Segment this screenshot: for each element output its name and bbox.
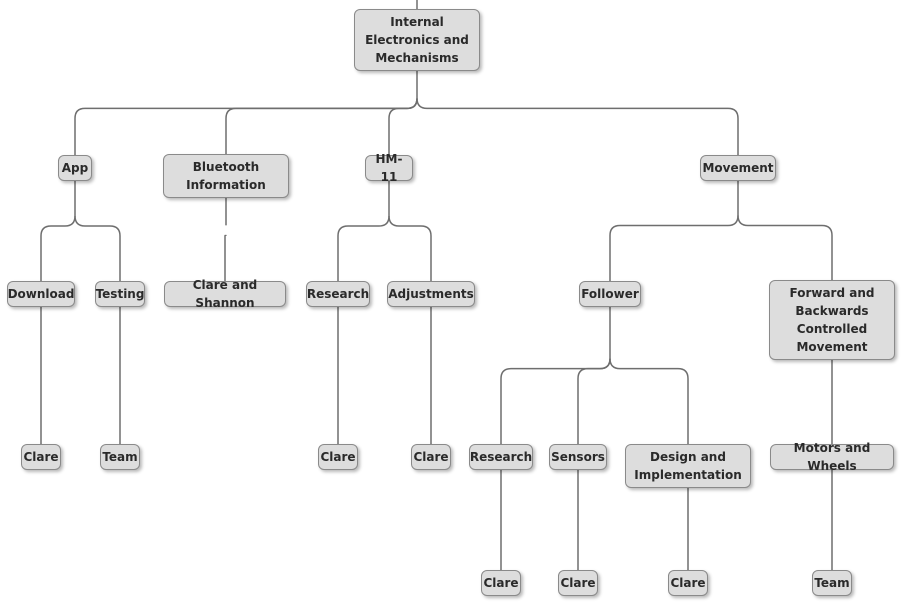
node-sensors-owner[interactable]: Clare — [558, 570, 598, 596]
node-motors-owner[interactable]: Team — [812, 570, 852, 596]
edge-app-download — [40, 215, 76, 281]
node-movement[interactable]: Movement — [700, 155, 776, 181]
edge-internal-hm11 — [388, 98, 418, 155]
node-hm11-research[interactable]: Research — [306, 281, 370, 307]
edge-follower-f_research — [500, 358, 611, 444]
node-app[interactable]: App — [58, 155, 92, 181]
node-download[interactable]: Download — [7, 281, 75, 307]
node-bluetooth-information[interactable]: Bluetooth Information — [163, 154, 289, 198]
node-testing[interactable]: Testing — [95, 281, 145, 307]
node-forward-and-backwards-controlled-movement[interactable]: Forward and Backwards Controlled Movemen… — [769, 280, 895, 360]
edge-bluetooth-clare_shannon — [224, 234, 227, 281]
node-adjustments[interactable]: Adjustments — [387, 281, 475, 307]
edge-follower-sensors — [577, 358, 611, 444]
node-internal-electronics-and-mechanisms[interactable]: Internal Electronics and Mechanisms — [354, 9, 480, 71]
node-download-owner[interactable]: Clare — [21, 444, 61, 470]
node-motors-and-wheels[interactable]: Motors and Wheels — [770, 441, 894, 473]
node-clare-and-shannon[interactable]: Clare and Shannon — [164, 278, 286, 310]
node-design-owner[interactable]: Clare — [668, 570, 708, 596]
node-testing-owner[interactable]: Team — [100, 444, 140, 470]
node-follower-research[interactable]: Research — [469, 444, 533, 470]
node-sensors[interactable]: Sensors — [549, 444, 607, 470]
edge-follower-design — [609, 358, 689, 444]
edge-app-testing — [74, 215, 121, 281]
node-design-and-implementation[interactable]: Design and Implementation — [625, 444, 751, 488]
edge-internal-app — [74, 98, 418, 155]
edge-movement-forward — [737, 215, 833, 280]
edge-hm11-adjustments — [388, 215, 432, 281]
node-follower[interactable]: Follower — [579, 281, 641, 307]
edge-internal-movement — [416, 98, 739, 155]
edge-movement-follower — [609, 215, 739, 281]
node-follower-research-owner[interactable]: Clare — [481, 570, 521, 596]
edge-hm11-hm_research — [337, 215, 390, 281]
node-hm11-research-owner[interactable]: Clare — [318, 444, 358, 470]
node-adjustments-owner[interactable]: Clare — [411, 444, 451, 470]
node-hm-11[interactable]: HM-11 — [365, 152, 413, 184]
